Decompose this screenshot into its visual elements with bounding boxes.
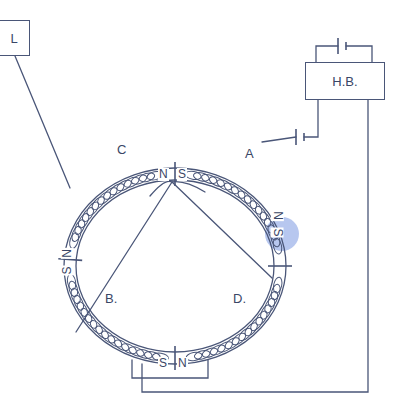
pole-divider <box>58 259 82 261</box>
labelled-box: L <box>0 20 30 56</box>
coil-label: D. <box>232 292 247 305</box>
coil-turn <box>186 351 203 362</box>
coil-label: C <box>116 143 127 156</box>
pole-label: N <box>158 168 169 181</box>
pole-label: N <box>177 357 188 370</box>
pole-label: N <box>61 248 74 259</box>
coil-turn <box>67 280 79 297</box>
pole-divider <box>268 265 292 267</box>
pole-label: S <box>158 357 168 370</box>
coil-turn <box>272 237 283 254</box>
box-label: H.B. <box>332 74 357 89</box>
coil-label: A <box>244 147 255 160</box>
box-label: L <box>10 31 17 46</box>
pole-divider <box>174 346 176 370</box>
pole-divider <box>174 162 176 186</box>
coil-windings <box>66 170 283 362</box>
pole-marks <box>58 162 292 370</box>
coil-turn <box>66 273 77 290</box>
coil-turn <box>73 218 87 236</box>
pole-label: S <box>177 168 187 181</box>
pole-label: S <box>61 265 74 275</box>
pole-label: S <box>271 227 284 237</box>
labelled-box: H.B. <box>305 62 385 100</box>
coil-label: B. <box>104 292 118 305</box>
pole-label: N <box>271 210 284 221</box>
